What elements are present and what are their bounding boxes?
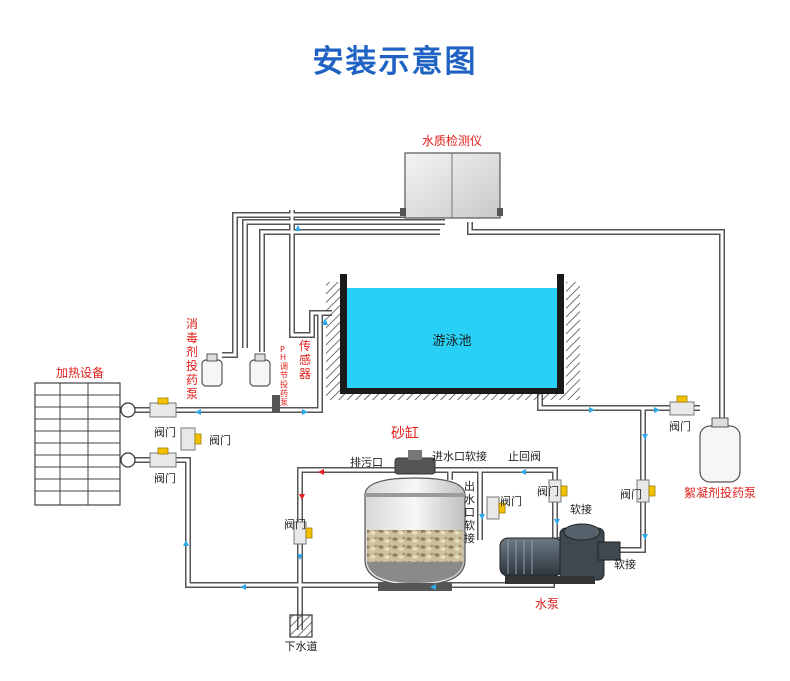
valve-label-drain: 阀门 [284,517,306,531]
svg-text:出: 出 [464,479,475,493]
svg-text:投: 投 [280,379,288,389]
svg-text:传: 传 [299,338,311,353]
svg-text:水: 水 [464,493,475,506]
heater-outlet-valve[interactable] [149,447,177,468]
sewer-label: 下水道 [285,639,318,653]
pump-hose-label: 软接 [614,557,636,571]
svg-text:投: 投 [186,358,198,373]
valve-label-pump-inlet: 阀门 [620,487,642,501]
svg-text:软接: 软接 [570,502,592,516]
pool-label: 游泳池 [432,334,471,349]
pool-water [347,288,557,388]
inlet-hose-label: 进水口软接 [432,449,487,463]
valve-label-outlet: 阀门 [500,494,522,508]
valve-label-inlet: 阀门 [537,484,559,498]
svg-text:剂: 剂 [186,344,198,359]
valve-label-return: 阀门 [209,433,231,447]
inlet-valve[interactable] [548,479,568,503]
valve-label-heater-outlet: 阀门 [154,471,176,485]
outlet-valve[interactable] [486,496,506,520]
water-pump [499,523,621,584]
drain-outlet-label: 排污口 [350,455,383,469]
sand-filter-label: 砂缸 [391,425,419,442]
water-quality-monitor-label: 水质检测仪 [422,133,482,148]
valve-label-flocculant: 阀门 [669,419,691,433]
pump-inlet-valve[interactable] [636,479,656,503]
check-valve-label: 止回阀 [508,449,541,463]
ph-adjustment-pump [249,353,280,413]
sand-filter [364,450,466,591]
sewer [289,614,313,638]
svg-text:接: 接 [464,532,475,545]
svg-text:阀门: 阀门 [284,517,306,531]
svg-text:H: H [280,353,286,362]
ph-pump-label: P H 调 节 投 药 泵 [280,345,288,407]
flocculant-pump [699,417,741,483]
disinfectant-pump-label: 消 毒 剂 投 药 泵 [186,317,198,401]
svg-text:泵: 泵 [186,387,198,401]
water-quality-monitor [400,152,503,219]
heater-inlet-valve[interactable] [149,397,177,418]
disinfectant-pump [201,353,223,387]
valve-label-heater-inlet: 阀门 [154,425,176,439]
svg-text:药: 药 [186,373,198,387]
flow-arrows [183,225,660,590]
svg-text:器: 器 [299,367,311,381]
svg-text:药: 药 [280,388,288,398]
svg-text:调: 调 [280,362,288,371]
svg-text:P: P [280,345,285,354]
drain-valve[interactable] [293,521,313,545]
heating-equipment-label: 加热设备 [56,366,104,380]
page-title: 安装示意图 [312,44,478,80]
svg-text:软: 软 [464,518,475,532]
svg-text:阀门: 阀门 [500,494,522,508]
svg-text:阀门: 阀门 [209,433,231,447]
svg-text:泵: 泵 [280,398,288,407]
water-pump-label: 水泵 [535,597,559,611]
inlet-hose-side-label: 软接 [570,502,592,516]
svg-text:消: 消 [186,317,198,331]
svg-text:感: 感 [299,352,311,367]
svg-text:节: 节 [280,371,288,380]
svg-text:毒: 毒 [186,331,198,345]
heating-equipment [34,382,136,506]
outlet-hose-label: 出 水 口 软 接 [464,479,475,545]
flocculant-pump-label: 絮凝剂投药泵 [684,485,756,500]
return-line-valve[interactable] [180,427,202,451]
sensor-label: 传 感 器 [299,338,311,381]
swimming-pool [326,274,580,400]
svg-text:阀门: 阀门 [620,487,642,501]
flocculant-valve[interactable] [669,395,695,416]
svg-text:口: 口 [464,506,475,519]
svg-text:阀门: 阀门 [537,484,559,498]
